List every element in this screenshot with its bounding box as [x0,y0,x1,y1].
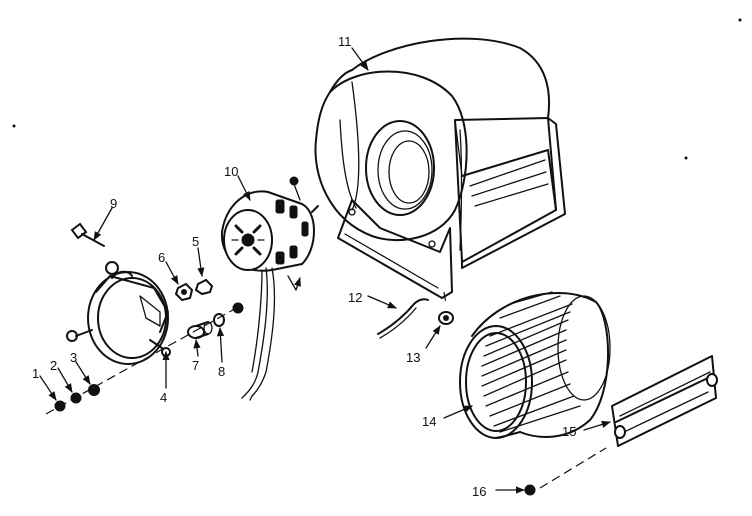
callout-labels: 1 2 3 4 5 6 7 8 9 10 11 12 13 14 15 16 [32,34,576,499]
callout-9: 9 [110,196,117,211]
washer [194,278,214,296]
callout-3: 3 [70,350,77,365]
callout-15: 15 [562,424,576,439]
hardware-stack [54,384,100,412]
callout-5: 5 [192,234,199,249]
blower-housing [314,37,566,299]
leader-lines [39,47,611,494]
callout-2: 2 [50,358,57,373]
callout-4: 4 [160,390,167,405]
callout-13: 13 [406,350,420,365]
cutoff-screw [524,447,607,496]
callout-14: 14 [422,414,436,429]
motor [220,176,319,401]
setscrew [438,291,454,325]
callout-7: 7 [192,358,199,373]
cutoff-plate [611,355,718,447]
screw [70,222,105,247]
clip [377,298,429,339]
callout-12: 12 [348,290,362,305]
callout-1: 1 [32,366,39,381]
callout-8: 8 [218,364,225,379]
motor-mounting-band [66,261,171,365]
callout-11: 11 [338,34,352,49]
grommet [213,302,244,327]
scan-specks [12,18,742,160]
nut [174,282,194,302]
assembly-centerline [45,305,241,415]
callout-10: 10 [224,164,238,179]
callout-6: 6 [158,250,165,265]
bushing [187,321,213,339]
blower-wheel [459,291,611,439]
callout-16: 16 [472,484,486,499]
